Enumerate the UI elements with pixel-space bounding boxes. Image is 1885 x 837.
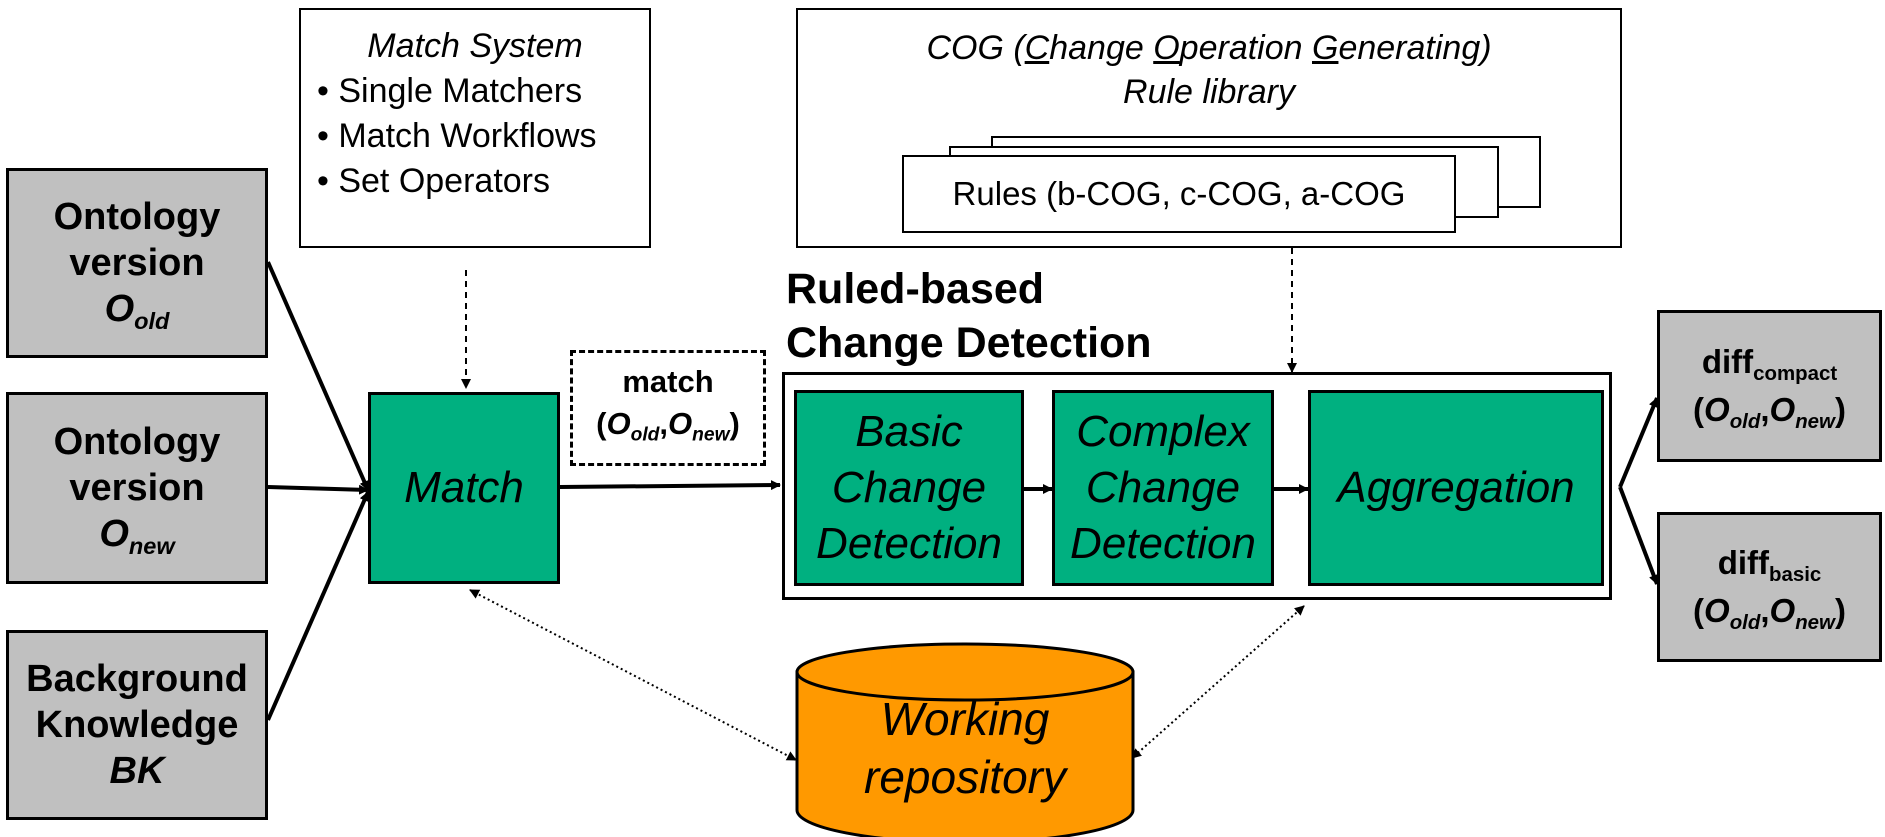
match-result-part: O (668, 406, 693, 441)
input-old-line1: Ontology (53, 196, 221, 238)
stage-basic-l1: Basic (855, 407, 963, 456)
rule-sheet-front: Rules (b-COG, c-COG, a-COG (902, 155, 1456, 233)
input-new-symbol: O (99, 513, 129, 555)
cog-title-part: COG ( (926, 29, 1025, 67)
rule-based-frame (782, 372, 1612, 600)
match-result-label: match (622, 364, 714, 399)
input-bk-line1: Background (26, 658, 248, 700)
match-result-box: match (Oold,Onew) (570, 350, 766, 466)
output-diff-compact: diffcompact (Oold,Onew) (1657, 310, 1882, 462)
match-box-label: Match (404, 463, 524, 512)
cog-title-part: peration (1179, 29, 1312, 67)
match-result-part: new (692, 424, 730, 446)
cog-title-part: O (1153, 29, 1180, 67)
working-repository-label: Working repository (797, 690, 1133, 806)
diff-part: ) (1834, 592, 1846, 629)
cog-subtitle: Rule library (1123, 73, 1295, 111)
arrow-match-to-rules (559, 480, 781, 491)
repository-l2: repository (864, 751, 1066, 803)
cog-title: COG (Change Operation Generating) (798, 26, 1620, 70)
diff-part: old (1729, 410, 1761, 434)
input-ontology-old: Ontology version Oold (6, 168, 268, 358)
stage-basic-change-detection: Basic Change Detection (794, 390, 1024, 586)
cog-title-part: enerating) (1338, 29, 1492, 67)
stage-aggregation: Aggregation (1308, 390, 1604, 586)
match-system-item: • Single Matchers (317, 72, 583, 110)
input-old-symbol: O (104, 288, 135, 330)
heading-line2: Change Detection (786, 319, 1152, 367)
diff-part: O (1769, 391, 1796, 428)
link-frame-repository (1131, 605, 1305, 759)
diff-part: , (1760, 592, 1770, 629)
diff-part: ) (1834, 391, 1846, 428)
output-diff-basic: diffbasic (Oold,Onew) (1657, 512, 1882, 662)
input-new-line2: version (69, 467, 205, 509)
cog-title-part: G (1312, 29, 1339, 67)
input-old-line2: version (69, 242, 205, 284)
stage-complex-l3: Detection (1070, 519, 1256, 568)
match-result-part: ( (596, 406, 607, 441)
cog-title-part: hange (1049, 29, 1154, 67)
match-system-box: Match System • Single Matchers • Match W… (299, 8, 651, 248)
stage-complex-change-detection: Complex Change Detection (1052, 390, 1274, 586)
match-result-part: ) (729, 406, 740, 441)
input-background-knowledge: Background Knowledge BK (6, 630, 268, 820)
stage-complex-l1: Complex (1076, 407, 1250, 456)
diff-part: new (1795, 410, 1835, 434)
cog-rule-library-box: COG (Change Operation Generating) Rule l… (796, 8, 1622, 248)
diff-part: O (1704, 391, 1730, 428)
stage-agg-l1: Aggregation (1337, 463, 1575, 512)
match-box: Match (368, 392, 560, 584)
diff-part: O (1704, 592, 1730, 629)
rule-based-heading: Ruled-based Change Detection (786, 262, 1152, 370)
arrow-to-diff-compact (1618, 397, 1659, 488)
arrow-new-to-match (267, 484, 369, 495)
input-bk-symbol: BK (109, 750, 165, 792)
match-system-title: Match System (367, 27, 583, 65)
diff-compact-sub: compact (1753, 362, 1838, 386)
input-new-line1: Ontology (53, 421, 221, 463)
input-bk-line2: Knowledge (35, 704, 239, 746)
link-match-repository (469, 589, 797, 761)
arrow-bk-to-match (266, 491, 370, 721)
input-ontology-new: Ontology version Onew (6, 392, 268, 584)
stage-complex-l2: Change (1085, 463, 1241, 512)
input-old-sub: old (134, 308, 170, 335)
diff-basic-name: diff (1717, 544, 1770, 581)
diff-compact-pair: (Oold,Onew) (1693, 386, 1846, 434)
diff-basic-sub: basic (1769, 563, 1822, 587)
heading-line1: Ruled-based (786, 265, 1045, 313)
arrow-to-diff-basic (1618, 486, 1659, 585)
match-system-item: • Set Operators (317, 162, 551, 200)
arrow-old-to-match (266, 261, 370, 491)
diff-part: old (1729, 611, 1761, 635)
match-result-part: , (659, 406, 669, 441)
diff-part: ( (1693, 391, 1705, 428)
stage-basic-l3: Detection (816, 519, 1002, 568)
input-new-sub: new (128, 533, 175, 560)
diff-compact-name: diff (1701, 343, 1754, 380)
stage-basic-l2: Change (831, 463, 987, 512)
diff-part: ( (1693, 592, 1705, 629)
diff-part: , (1760, 391, 1770, 428)
match-result-part: O (606, 406, 631, 441)
diff-part: O (1769, 592, 1796, 629)
diff-basic-pair: (Oold,Onew) (1693, 587, 1846, 635)
match-system-item: • Match Workflows (317, 117, 597, 155)
repository-l1: Working (880, 693, 1050, 745)
match-result-pair: (Oold,Onew) (573, 403, 763, 445)
repository-cylinder (795, 642, 1135, 837)
cog-title-part: C (1024, 29, 1050, 67)
match-result-part: old (630, 424, 660, 446)
diff-part: new (1795, 611, 1835, 635)
